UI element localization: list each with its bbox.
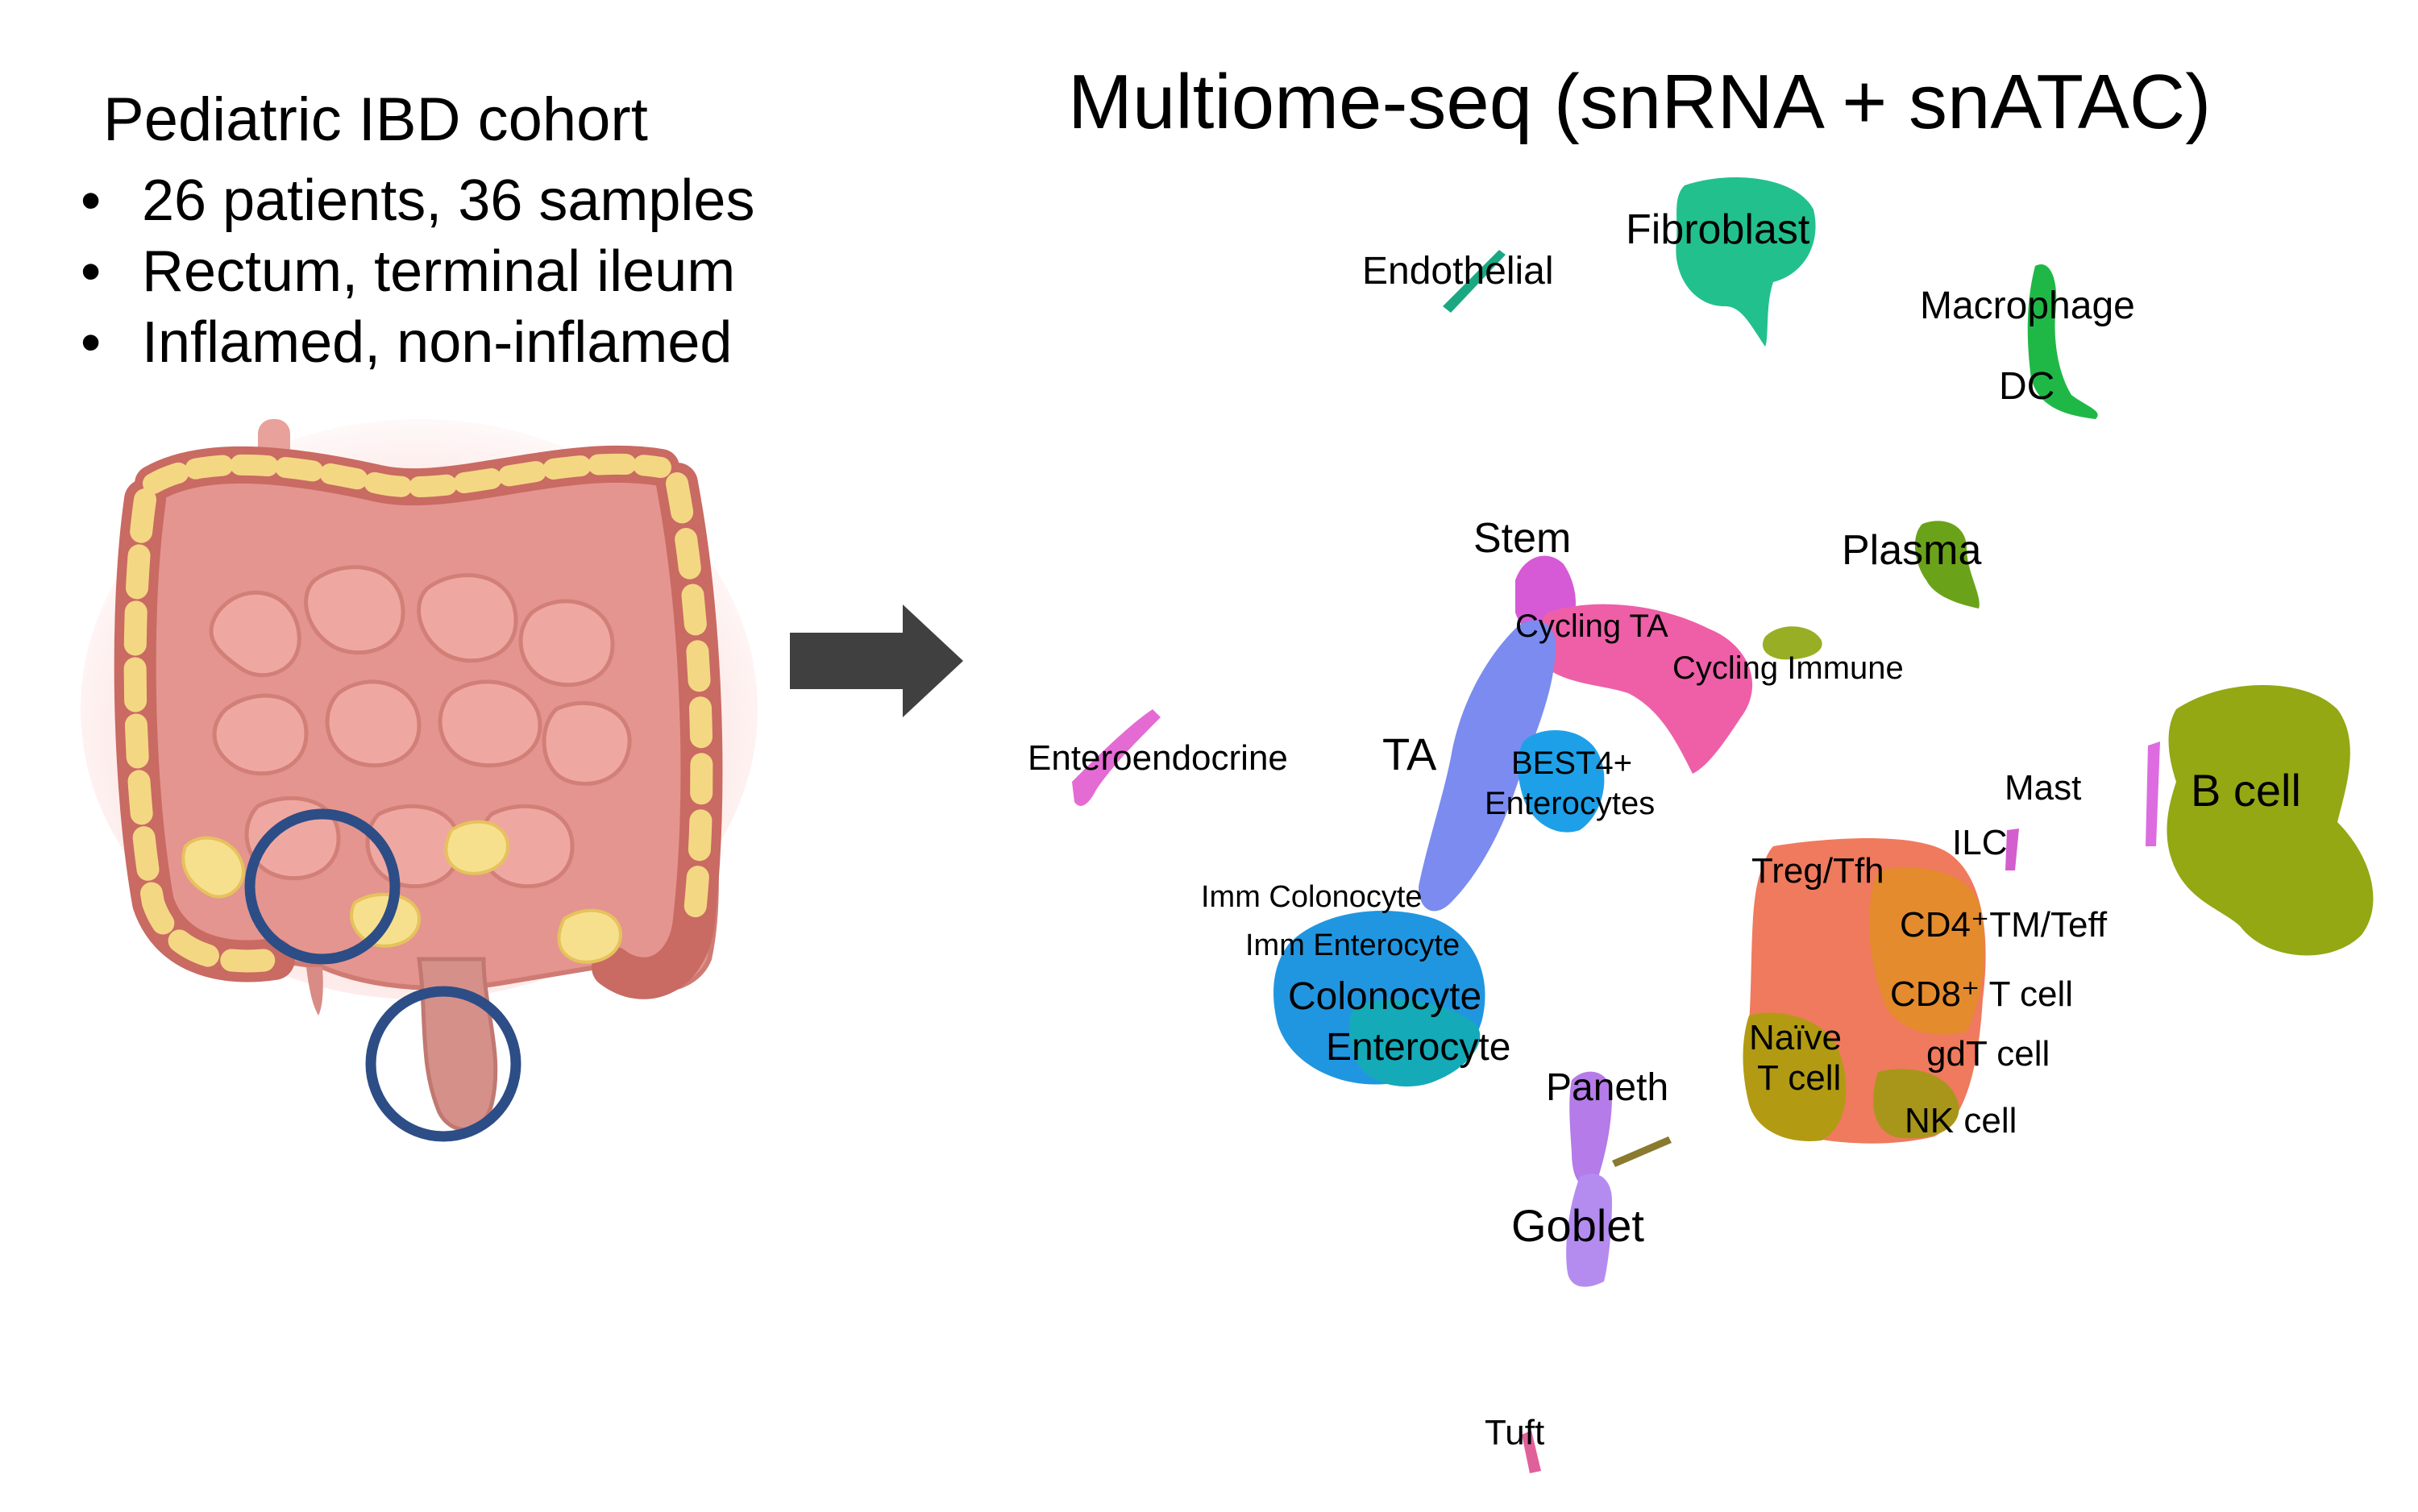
cluster-ta bbox=[1419, 620, 1556, 912]
label-naive: Naïve bbox=[1749, 1018, 1842, 1057]
label-treg-tfh: Treg/Tfh bbox=[1751, 851, 1884, 891]
label-enterocyte: Enterocyte bbox=[1326, 1026, 1510, 1069]
cluster-naive-t bbox=[1743, 1012, 1847, 1141]
label-cd4-tm-teff: CD4⁺TM/Teff bbox=[1900, 905, 2108, 945]
umap-title: Multiome-seq (snRNA + snATAC) bbox=[1068, 59, 2212, 145]
cohort-bullet-status: Inflamed, non-inflamed bbox=[81, 307, 754, 378]
label-ilc: ILC bbox=[1952, 823, 2007, 862]
cluster-macrophage bbox=[2027, 264, 2098, 419]
cluster-cycling-ta bbox=[1535, 604, 1753, 774]
umap-point-clouds bbox=[1072, 177, 2374, 1473]
label-colonocyte: Colonocyte bbox=[1288, 975, 1481, 1018]
label-endothelial: Endothelial bbox=[1362, 250, 1554, 293]
cluster-paneth bbox=[1569, 1071, 1612, 1187]
label-cd8-t-cell: CD8⁺ T cell bbox=[1890, 974, 2073, 1014]
label-paneth: Paneth bbox=[1546, 1066, 1668, 1109]
label-plasma: Plasma bbox=[1842, 527, 1981, 574]
label-best4: BEST4+ bbox=[1511, 746, 1632, 781]
rectum-highlight-circle bbox=[365, 986, 521, 1142]
umap-plot: Endothelial Fibroblast Macrophage DC Pla… bbox=[1028, 177, 2374, 1473]
cluster-cycling-immune bbox=[1762, 626, 1822, 660]
label-enterocytes: Enterocytes bbox=[1485, 786, 1655, 821]
ileum-highlight-circle bbox=[244, 808, 401, 965]
label-macrophage: Macrophage bbox=[1920, 285, 2135, 327]
cluster-ilc bbox=[2005, 829, 2019, 870]
label-cycling-ta: Cycling TA bbox=[1515, 609, 1668, 644]
label-goblet: Goblet bbox=[1511, 1200, 1644, 1251]
cluster-enterocyte bbox=[1349, 999, 1481, 1087]
label-stem: Stem bbox=[1473, 515, 1571, 562]
label-gdt-cell: gdT cell bbox=[1926, 1034, 2050, 1074]
cohort-bullet-tissues: Rectum, terminal ileum bbox=[81, 236, 754, 307]
cluster-goblet bbox=[1566, 1173, 1612, 1287]
cluster-tuft bbox=[1522, 1431, 1541, 1473]
label-ta: TA bbox=[1382, 729, 1437, 779]
cluster-b-cell bbox=[2167, 685, 2374, 956]
label-dc: DC bbox=[1999, 365, 2054, 408]
label-enteroendocrine: Enteroendocrine bbox=[1028, 738, 1288, 778]
cohort-bullet-list: 26 patients, 36 samples Rectum, terminal… bbox=[81, 165, 754, 378]
cluster-cd4-tm bbox=[1869, 867, 1985, 1035]
intestine-illustration bbox=[81, 419, 758, 1142]
cluster-plasma bbox=[1914, 521, 1980, 609]
label-mast: Mast bbox=[2005, 768, 2081, 808]
label-imm-colonocyte: Imm Colonocyte bbox=[1201, 880, 1423, 914]
label-nk-cell: NK cell bbox=[1905, 1101, 2017, 1140]
cluster-nk bbox=[1873, 1069, 1959, 1139]
label-imm-enterocyte: Imm Enterocyte bbox=[1245, 928, 1460, 962]
cluster-endothelial bbox=[1443, 250, 1506, 313]
cohort-title: Pediatric IBD cohort bbox=[103, 85, 648, 154]
cohort-bullet-patients: 26 patients, 36 samples bbox=[81, 165, 754, 236]
cluster-paneth-tail bbox=[1612, 1136, 1672, 1167]
cluster-enteroendocrine bbox=[1072, 709, 1161, 806]
label-tuft: Tuft bbox=[1485, 1413, 1544, 1452]
cluster-fibroblast bbox=[1676, 177, 1816, 347]
label-t-cell: T cell bbox=[1757, 1058, 1841, 1098]
label-cycling-immune: Cycling Immune bbox=[1672, 650, 1904, 686]
cluster-best4 bbox=[1518, 730, 1605, 833]
cluster-mast bbox=[2146, 741, 2160, 846]
umap-cluster-labels: Endothelial Fibroblast Macrophage DC Pla… bbox=[1028, 206, 2301, 1452]
label-fibroblast: Fibroblast bbox=[1626, 206, 1810, 253]
label-b-cell: B cell bbox=[2191, 765, 2301, 816]
workflow-arrow bbox=[790, 604, 963, 717]
